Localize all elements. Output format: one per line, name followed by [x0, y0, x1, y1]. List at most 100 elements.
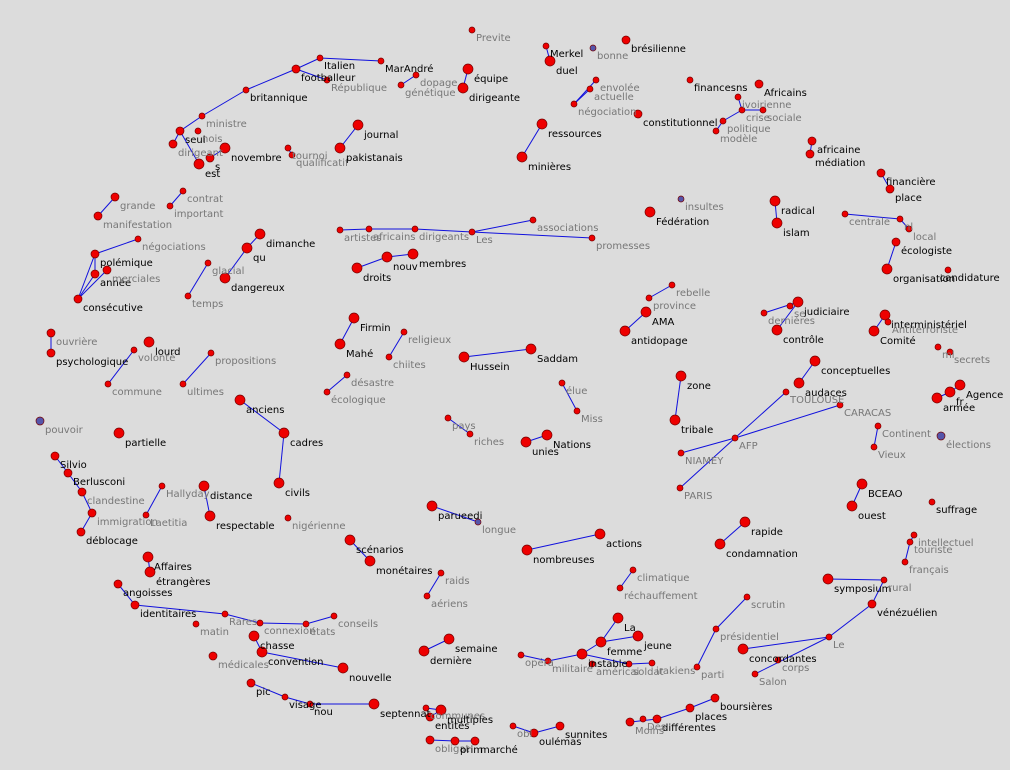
- graph-node[interactable]: [198, 112, 206, 120]
- graph-node[interactable]: [880, 576, 888, 584]
- graph-node[interactable]: [712, 625, 720, 633]
- graph-node[interactable]: [621, 35, 631, 45]
- graph-node[interactable]: [619, 325, 631, 337]
- graph-node[interactable]: [760, 309, 768, 317]
- graph-node[interactable]: [87, 508, 97, 518]
- graph-node[interactable]: [536, 118, 548, 130]
- graph-node[interactable]: [470, 736, 480, 746]
- graph-node[interactable]: [73, 294, 83, 304]
- graph-node[interactable]: [731, 434, 739, 442]
- graph-node[interactable]: [444, 414, 452, 422]
- graph-node[interactable]: [544, 657, 552, 665]
- graph-node[interactable]: [457, 82, 469, 94]
- graph-node[interactable]: [158, 482, 166, 490]
- graph-node[interactable]: [352, 119, 364, 131]
- graph-node[interactable]: [337, 662, 349, 674]
- graph-node[interactable]: [76, 527, 86, 537]
- graph-node[interactable]: [208, 651, 218, 661]
- graph-node[interactable]: [792, 296, 804, 308]
- graph-node[interactable]: [586, 85, 594, 93]
- graph-node[interactable]: [944, 386, 956, 398]
- graph-node[interactable]: [104, 380, 112, 388]
- graph-node[interactable]: [555, 721, 565, 731]
- graph-node[interactable]: [594, 528, 606, 540]
- graph-node[interactable]: [219, 142, 231, 154]
- graph-node[interactable]: [166, 202, 174, 210]
- graph-node[interactable]: [576, 648, 588, 660]
- graph-node[interactable]: [443, 633, 455, 645]
- graph-node[interactable]: [906, 538, 914, 546]
- graph-node[interactable]: [90, 269, 100, 279]
- graph-node[interactable]: [793, 377, 805, 389]
- graph-node[interactable]: [207, 349, 215, 357]
- graph-node[interactable]: [368, 698, 380, 710]
- graph-node[interactable]: [710, 693, 720, 703]
- graph-node[interactable]: [825, 633, 833, 641]
- graph-node[interactable]: [517, 651, 525, 659]
- graph-node[interactable]: [592, 76, 600, 84]
- graph-node[interactable]: [771, 324, 783, 336]
- graph-node[interactable]: [629, 566, 637, 574]
- graph-node[interactable]: [769, 195, 781, 207]
- graph-node[interactable]: [46, 348, 56, 358]
- graph-node[interactable]: [113, 579, 123, 589]
- graph-node[interactable]: [936, 431, 946, 441]
- graph-node[interactable]: [891, 237, 901, 247]
- graph-node[interactable]: [348, 312, 360, 324]
- graph-node[interactable]: [284, 144, 292, 152]
- graph-node[interactable]: [573, 407, 581, 415]
- graph-node[interactable]: [411, 225, 419, 233]
- graph-node[interactable]: [458, 351, 470, 363]
- graph-node[interactable]: [588, 660, 596, 668]
- graph-node[interactable]: [558, 379, 566, 387]
- graph-node[interactable]: [652, 714, 662, 724]
- graph-node[interactable]: [870, 443, 878, 451]
- graph-node[interactable]: [675, 370, 687, 382]
- graph-node[interactable]: [846, 500, 858, 512]
- graph-node[interactable]: [738, 106, 746, 114]
- graph-node[interactable]: [874, 422, 882, 430]
- graph-node[interactable]: [130, 346, 138, 354]
- graph-node[interactable]: [529, 728, 539, 738]
- graph-node[interactable]: [743, 593, 751, 601]
- graph-node[interactable]: [625, 717, 635, 727]
- graph-node[interactable]: [934, 343, 942, 351]
- graph-node[interactable]: [625, 660, 633, 668]
- graph-node[interactable]: [193, 158, 205, 170]
- graph-node[interactable]: [521, 544, 533, 556]
- graph-node[interactable]: [102, 265, 112, 275]
- graph-node[interactable]: [719, 117, 727, 125]
- graph-node[interactable]: [774, 656, 782, 664]
- graph-node[interactable]: [809, 355, 821, 367]
- graph-node[interactable]: [330, 612, 338, 620]
- graph-node[interactable]: [466, 430, 474, 438]
- graph-node[interactable]: [541, 429, 553, 441]
- graph-node[interactable]: [822, 573, 834, 585]
- graph-node[interactable]: [805, 149, 815, 159]
- graph-node[interactable]: [425, 712, 435, 722]
- graph-node[interactable]: [468, 228, 476, 236]
- graph-node[interactable]: [336, 226, 344, 234]
- graph-node[interactable]: [254, 228, 266, 240]
- graph-node[interactable]: [462, 63, 474, 75]
- graph-node[interactable]: [351, 262, 363, 274]
- graph-node[interactable]: [175, 126, 185, 136]
- graph-node[interactable]: [377, 57, 385, 65]
- graph-node[interactable]: [881, 263, 893, 275]
- graph-node[interactable]: [841, 210, 849, 218]
- graph-node[interactable]: [142, 551, 154, 563]
- graph-node[interactable]: [639, 715, 647, 723]
- graph-node[interactable]: [365, 225, 373, 233]
- graph-node[interactable]: [400, 328, 408, 336]
- graph-node[interactable]: [570, 100, 578, 108]
- graph-node[interactable]: [754, 79, 764, 89]
- graph-node[interactable]: [595, 636, 607, 648]
- graph-node[interactable]: [868, 325, 880, 337]
- graph-node[interactable]: [879, 309, 891, 321]
- graph-node[interactable]: [734, 93, 742, 101]
- graph-node[interactable]: [867, 599, 877, 609]
- graph-node[interactable]: [944, 266, 952, 274]
- graph-node[interactable]: [737, 643, 749, 655]
- graph-node[interactable]: [385, 353, 393, 361]
- graph-node[interactable]: [836, 401, 844, 409]
